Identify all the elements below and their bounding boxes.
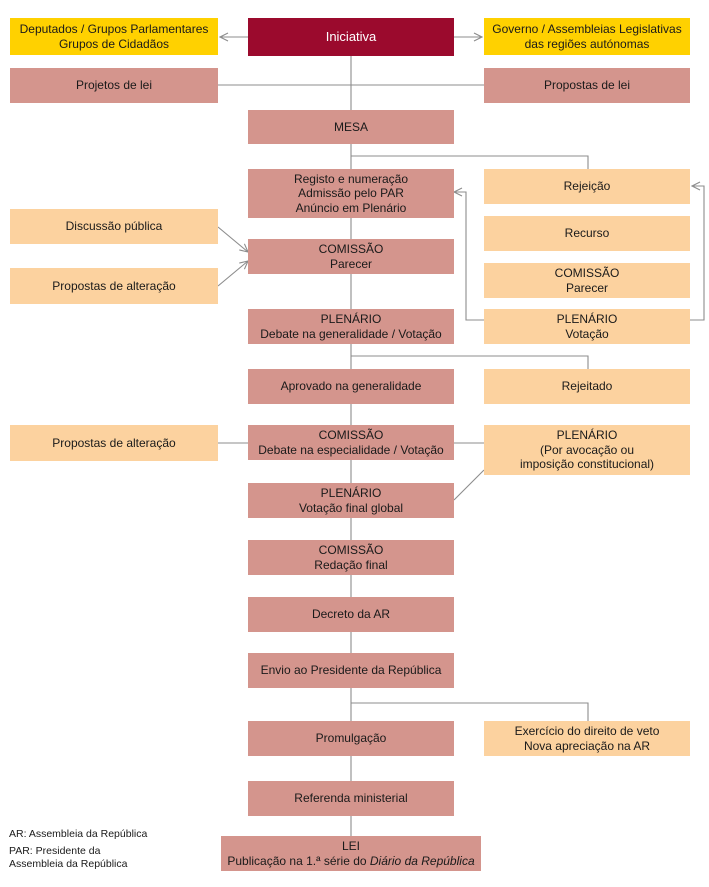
box-text: Aprovado na generalidade: [280, 379, 422, 394]
box-text: Propostas de alteração: [52, 278, 176, 293]
box-text: COMISSÃO: [318, 428, 384, 442]
box-lei: LEI Publicação na 1.ª série do Diário da…: [221, 836, 481, 871]
box-comissao-redacao: COMISSÃO Redação final: [248, 540, 454, 575]
box-text: Recurso: [564, 226, 610, 241]
box-text: Promulgação: [315, 731, 387, 746]
box-comissao-especialidade: COMISSÃO Debate na especialidade / Votaç…: [248, 425, 454, 460]
box-plenario-votacao: PLENÁRIO Votação: [484, 309, 690, 344]
box-text: Propostas de alteração: [52, 435, 176, 450]
note-par-line: Assembleia da República: [9, 858, 128, 870]
box-text: Grupos de Cidadãos: [58, 36, 170, 51]
connector-plenario-rejeitado: [351, 355, 589, 369]
note-ar: AR: Assembleia da República: [9, 828, 148, 840]
note-par: PAR: Presidente da Assembleia da Repúbli…: [9, 845, 147, 872]
box-text: PLENÁRIO: [556, 428, 618, 443]
box-text: Discussão pública: [65, 219, 163, 234]
box-propostas-de-alteracao-1: Propostas de alteração: [10, 268, 218, 304]
box-text: imposição constitucional): [519, 457, 655, 472]
box-recurso: Recurso: [484, 216, 690, 251]
connector-mesa-rejeicao: [351, 155, 589, 169]
box-mesa: MESA: [248, 110, 454, 144]
box-envio-presidente: Envio ao Presidente da República: [248, 653, 454, 688]
box-text: LEI: [341, 839, 360, 853]
box-governo: Governo / Assembleias Legislativas das r…: [484, 18, 690, 55]
box-promulgacao: Promulgação: [248, 721, 454, 756]
box-text: Governo / Assembleias Legislativas: [492, 22, 682, 36]
box-discussao-publica: Discussão pública: [10, 209, 218, 244]
connector-propostas-comissao: [217, 261, 248, 287]
box-text: Deputados / Grupos Parlamentares: [19, 22, 209, 36]
lei-publicacao-italic: Diário da República: [369, 853, 475, 868]
box-rejeitado: Rejeitado: [484, 369, 690, 404]
box-text: Admissão pelo PAR: [298, 186, 404, 201]
connector-discussao-comissao: [217, 226, 248, 252]
box-projetos-de-lei: Projetos de lei: [10, 68, 218, 103]
box-text: Parecer: [565, 280, 609, 295]
box-text: Registo e numeração: [293, 171, 409, 186]
box-text: Votação: [565, 326, 609, 341]
box-text: Anúncio em Plenário: [295, 200, 407, 215]
connector-recurso-loop-left: [454, 192, 484, 321]
box-comissao-parecer-recurso: COMISSÃO Parecer: [484, 263, 690, 298]
box-plenario-avocacao: PLENÁRIO (Por avocação ou imposição cons…: [484, 425, 690, 475]
box-text: (Por avocação ou: [539, 442, 635, 457]
box-text: Redação final: [314, 557, 388, 572]
box-text: Decreto da AR: [311, 607, 391, 622]
box-text: Votação final global: [298, 500, 404, 515]
box-text: Envio ao Presidente da República: [260, 663, 442, 678]
box-text: COMISSÃO: [554, 266, 620, 280]
note-par-line: PAR: Presidente da: [9, 844, 101, 857]
box-text: Iniciativa: [325, 28, 377, 44]
box-text: Debate na especialidade / Votação: [258, 442, 444, 457]
box-text: PLENÁRIO: [556, 312, 618, 326]
box-aprovado-generalidade: Aprovado na generalidade: [248, 369, 454, 404]
box-deputados: Deputados / Grupos Parlamentares Grupos …: [10, 18, 218, 55]
box-text: MESA: [333, 119, 368, 134]
box-text: Nova apreciação na AR: [523, 738, 651, 753]
box-text: COMISSÃO: [318, 242, 384, 256]
lei-publicacao: Publicação na 1.ª série do Diário da Rep…: [227, 854, 474, 869]
box-propostas-de-alteracao-2: Propostas de alteração: [10, 425, 218, 461]
box-text: Referenda ministerial: [294, 791, 408, 806]
box-text: Propostas de lei: [543, 78, 631, 93]
lei-publicacao-text: Publicação na 1.ª série do: [227, 853, 370, 868]
box-plenario-generalidade: PLENÁRIO Debate na generalidade / Votaçã…: [248, 309, 454, 344]
box-decreto: Decreto da AR: [248, 597, 454, 632]
box-plenario-votacao-final: PLENÁRIO Votação final global: [248, 483, 454, 518]
abbreviation-notes: AR: Assembleia da República PAR: Preside…: [9, 828, 147, 875]
connector-avocacao-plenario-final: [453, 469, 485, 501]
box-text: PLENÁRIO: [320, 486, 382, 500]
box-text: COMISSÃO: [318, 543, 384, 557]
box-registo: Registo e numeração Admissão pelo PAR An…: [248, 169, 454, 218]
box-text: PLENÁRIO: [320, 312, 382, 326]
box-propostas-de-lei: Propostas de lei: [484, 68, 690, 103]
box-text: Exercício do direito de veto: [514, 724, 660, 738]
box-text: Debate na generalidade / Votação: [260, 326, 442, 341]
box-iniciativa: Iniciativa: [248, 18, 454, 56]
box-comissao-parecer: COMISSÃO Parecer: [248, 239, 454, 274]
box-text: Projetos de lei: [75, 78, 153, 93]
box-text: das regiões autónomas: [524, 36, 650, 51]
connector-envio-veto: [351, 702, 589, 721]
box-referenda: Referenda ministerial: [248, 781, 454, 816]
connector-rejeicao-loop-right: [690, 186, 705, 321]
box-text: Parecer: [329, 256, 373, 271]
box-veto: Exercício do direito de veto Nova apreci…: [484, 721, 690, 756]
box-text: Rejeitado: [561, 379, 613, 394]
box-text: Rejeição: [563, 179, 611, 194]
box-rejeicao: Rejeição: [484, 169, 690, 204]
